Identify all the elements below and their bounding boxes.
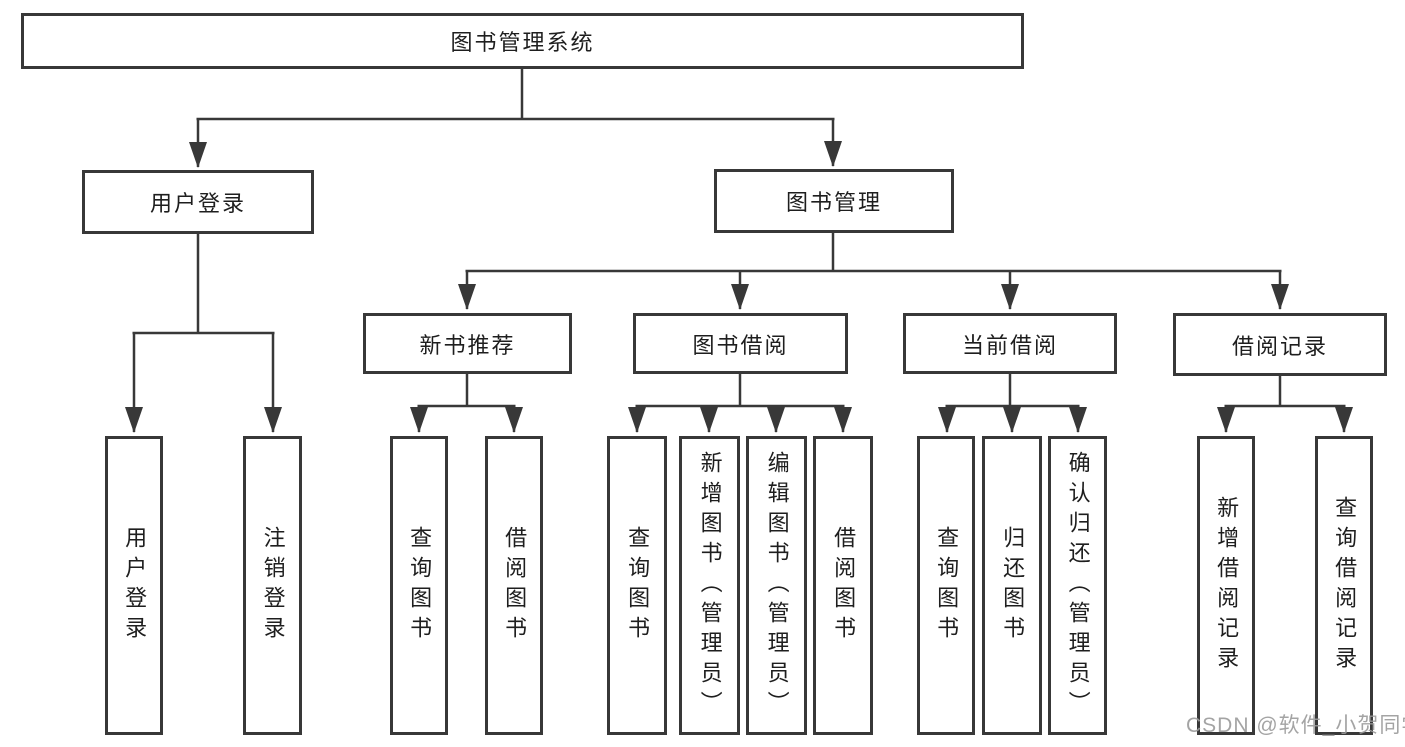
leaf-add-borrow-record: 新增借阅记录 xyxy=(1197,436,1255,735)
leaf-user-login-label: 用户登录 xyxy=(122,525,148,646)
leaf-user-login: 用户登录 xyxy=(105,436,163,735)
leaf-query-books-borrow: 查询图书 xyxy=(607,436,667,735)
connector-current-borrow xyxy=(938,374,1087,433)
leaf-borrow-books-borrow: 借阅图书 xyxy=(813,436,873,735)
leaf-query-books-new: 查询图书 xyxy=(390,436,448,735)
node-current-borrow-label: 当前借阅 xyxy=(961,332,1058,358)
leaf-query-borrow-record: 查询借阅记录 xyxy=(1315,436,1373,735)
node-new-books-label: 新书推荐 xyxy=(419,332,516,358)
leaf-return-books-label: 归还图书 xyxy=(1000,525,1026,646)
node-user-login: 用户登录 xyxy=(82,170,314,234)
leaf-borrow-books-borrow-label: 借阅图书 xyxy=(831,525,857,646)
leaf-confirm-return-admin-label: 确认归还（管理员） xyxy=(1065,450,1091,721)
node-book-management: 图书管理 xyxy=(714,169,954,233)
connector-book-management xyxy=(458,233,1289,310)
node-root: 图书管理系统 xyxy=(21,13,1024,69)
leaf-add-borrow-record-label: 新增借阅记录 xyxy=(1214,495,1240,676)
leaf-borrow-books-new: 借阅图书 xyxy=(485,436,543,735)
connector-user-login xyxy=(125,234,282,433)
node-borrow-records-label: 借阅记录 xyxy=(1231,333,1328,359)
node-root-label: 图书管理系统 xyxy=(450,30,595,55)
connector-book-borrow xyxy=(628,374,852,433)
node-book-borrow: 图书借阅 xyxy=(633,313,848,374)
connector-root xyxy=(189,69,842,168)
leaf-query-books-current: 查询图书 xyxy=(917,436,975,735)
leaf-add-books-admin: 新增图书（管理员） xyxy=(679,436,740,735)
leaf-edit-books-admin: 编辑图书（管理员） xyxy=(746,436,807,735)
leaf-query-books-borrow-label: 查询图书 xyxy=(625,525,651,646)
node-borrow-records: 借阅记录 xyxy=(1173,313,1387,376)
leaf-query-books-new-label: 查询图书 xyxy=(407,525,433,646)
node-current-borrow: 当前借阅 xyxy=(903,313,1117,374)
connector-new-books xyxy=(410,374,523,433)
node-user-login-label: 用户登录 xyxy=(149,191,246,216)
leaf-query-books-current-label: 查询图书 xyxy=(934,525,960,646)
node-book-borrow-label: 图书借阅 xyxy=(692,332,789,358)
leaf-confirm-return-admin: 确认归还（管理员） xyxy=(1048,436,1107,735)
node-book-management-label: 图书管理 xyxy=(785,190,882,215)
leaf-logout-label: 注销登录 xyxy=(260,525,286,646)
leaf-query-borrow-record-label: 查询借阅记录 xyxy=(1332,495,1358,676)
leaf-borrow-books-new-label: 借阅图书 xyxy=(502,525,528,646)
leaf-add-books-admin-label: 新增图书（管理员） xyxy=(697,450,723,721)
node-new-books: 新书推荐 xyxy=(363,313,572,374)
leaf-return-books: 归还图书 xyxy=(982,436,1042,735)
leaf-logout: 注销登录 xyxy=(243,436,302,735)
connector-borrow-records xyxy=(1217,376,1353,433)
csdn-watermark: CSDN @软件_小贺同学 xyxy=(1186,714,1405,737)
leaf-edit-books-admin-label: 编辑图书（管理员） xyxy=(764,450,790,721)
